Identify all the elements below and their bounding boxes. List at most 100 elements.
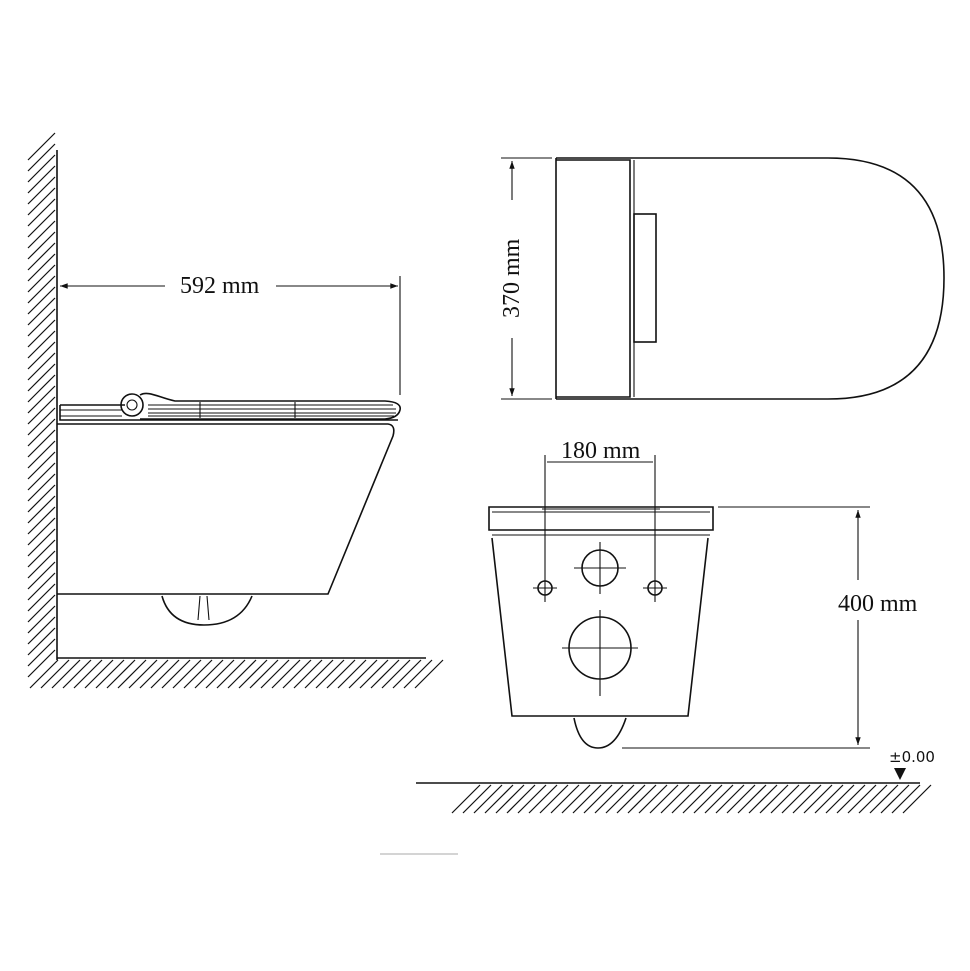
hatch-stroke xyxy=(891,784,921,814)
hatch-stroke xyxy=(649,784,679,814)
hatch-stroke xyxy=(337,659,367,689)
upper-inlet-hole xyxy=(574,542,626,594)
hinge-block-top xyxy=(633,213,657,343)
hatch-stroke xyxy=(29,659,59,689)
hatch-stroke xyxy=(27,385,56,414)
floor-level-label: ±0.00 xyxy=(889,748,935,766)
hatch-stroke xyxy=(539,784,569,814)
hatch-stroke xyxy=(403,659,433,689)
hatch-stroke xyxy=(27,451,56,480)
floor-hatching-right xyxy=(451,784,932,814)
hatch-stroke xyxy=(27,253,56,282)
hatch-stroke xyxy=(682,784,712,814)
hatch-stroke xyxy=(726,784,756,814)
depth-label: 592 mm xyxy=(180,273,260,299)
hatch-stroke xyxy=(27,616,56,645)
hatch-stroke xyxy=(326,659,356,689)
hatch-stroke xyxy=(27,220,56,249)
hatch-stroke xyxy=(484,784,514,814)
hatch-stroke xyxy=(359,659,389,689)
hatch-stroke xyxy=(27,396,56,425)
hatch-stroke xyxy=(759,784,789,814)
hatch-stroke xyxy=(73,659,103,689)
hatch-stroke xyxy=(27,473,56,502)
hatch-stroke xyxy=(27,407,56,436)
hatch-stroke xyxy=(462,784,492,814)
hatch-stroke xyxy=(770,784,800,814)
hatch-stroke xyxy=(616,784,646,814)
hatch-stroke xyxy=(704,784,734,814)
hatch-stroke xyxy=(27,429,56,458)
hatch-stroke xyxy=(249,659,279,689)
hatch-stroke xyxy=(594,784,624,814)
hatch-stroke xyxy=(27,561,56,590)
hatch-stroke xyxy=(27,209,56,238)
hatch-stroke xyxy=(27,539,56,568)
front-view: 180 mm 400 mm xyxy=(416,438,935,814)
hatch-stroke xyxy=(27,374,56,403)
hatch-stroke xyxy=(27,583,56,612)
hatch-stroke xyxy=(517,784,547,814)
hatch-stroke xyxy=(27,187,56,216)
hatch-stroke xyxy=(693,784,723,814)
hatch-stroke xyxy=(495,784,525,814)
hatch-stroke xyxy=(117,659,147,689)
bowl-body-side xyxy=(57,423,395,595)
hatch-stroke xyxy=(293,659,323,689)
hatch-stroke xyxy=(304,659,334,689)
hatch-stroke xyxy=(27,286,56,315)
hatch-stroke xyxy=(27,352,56,381)
hatch-stroke xyxy=(27,605,56,634)
hatch-stroke xyxy=(27,242,56,271)
hatch-stroke xyxy=(128,659,158,689)
hatch-stroke xyxy=(781,784,811,814)
hatch-stroke xyxy=(27,462,56,491)
hatch-stroke xyxy=(27,154,56,183)
hatch-stroke xyxy=(51,659,81,689)
hatch-stroke xyxy=(40,659,70,689)
hatch-stroke xyxy=(84,659,114,689)
hatch-stroke xyxy=(660,784,690,814)
hatch-stroke xyxy=(715,784,745,814)
hatch-stroke xyxy=(858,784,888,814)
hatch-stroke xyxy=(27,594,56,623)
hatch-stroke xyxy=(27,572,56,601)
top-view: 370 mm xyxy=(499,157,945,400)
hatch-stroke xyxy=(27,319,56,348)
left-bolt-hole xyxy=(533,580,557,596)
tank-box-top xyxy=(556,159,631,398)
hatch-stroke xyxy=(62,659,92,689)
hatch-stroke xyxy=(836,784,866,814)
hatch-stroke xyxy=(583,784,613,814)
hatch-stroke xyxy=(27,495,56,524)
hatch-stroke xyxy=(451,784,481,814)
hatch-stroke xyxy=(414,659,444,689)
hatch-stroke xyxy=(194,659,224,689)
hatch-stroke xyxy=(803,784,833,814)
hatch-stroke xyxy=(27,231,56,260)
hatch-stroke xyxy=(506,784,536,814)
hatch-stroke xyxy=(183,659,213,689)
hatch-stroke xyxy=(216,659,246,689)
hatch-stroke xyxy=(370,659,400,689)
hatch-stroke xyxy=(27,132,56,161)
hatch-stroke xyxy=(106,659,136,689)
hatch-stroke xyxy=(315,659,345,689)
hatch-stroke xyxy=(27,440,56,469)
hatch-stroke xyxy=(205,659,235,689)
hatch-stroke xyxy=(869,784,899,814)
side-view: 592 mm xyxy=(27,132,444,689)
hatch-stroke xyxy=(260,659,290,689)
hatch-stroke xyxy=(227,659,257,689)
hatch-stroke xyxy=(627,784,657,814)
right-bolt-hole xyxy=(643,580,667,596)
top-outline xyxy=(555,157,945,400)
hatch-stroke xyxy=(139,659,169,689)
front-bowl xyxy=(491,537,709,717)
bolt-spacing-label: 180 mm xyxy=(561,438,641,464)
hatch-stroke xyxy=(27,308,56,337)
hatch-stroke xyxy=(27,176,56,205)
hatch-stroke xyxy=(572,784,602,814)
hatch-stroke xyxy=(814,784,844,814)
